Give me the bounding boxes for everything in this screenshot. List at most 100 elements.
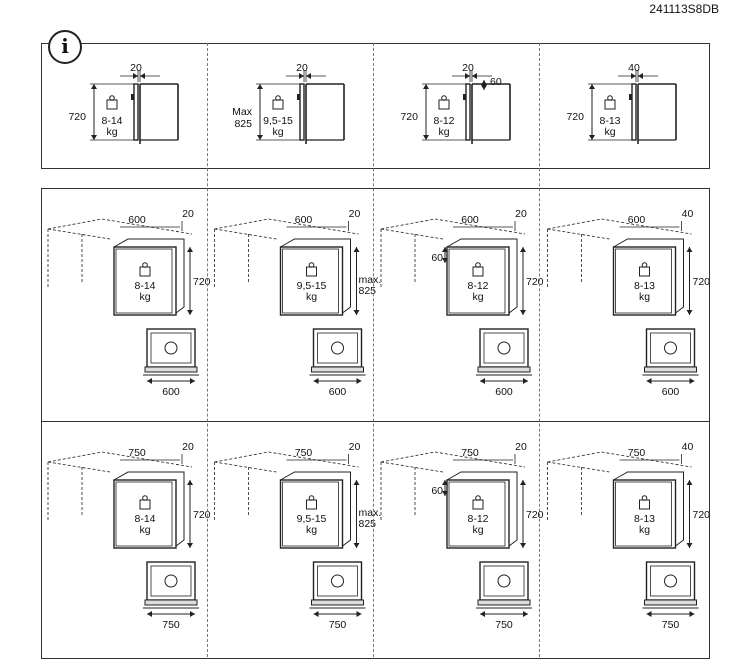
worktop-outline xyxy=(601,218,692,235)
niche-inner xyxy=(150,565,192,597)
appliance-panel xyxy=(282,248,339,314)
appliance-front xyxy=(612,246,677,316)
width-label: 750 xyxy=(128,447,146,459)
arrow-head xyxy=(520,480,526,485)
arrow-head xyxy=(520,247,526,252)
niche-width-label: 600 xyxy=(162,386,180,398)
pump-icon xyxy=(664,574,677,588)
weight-label: kg xyxy=(472,524,483,536)
weight-label: kg xyxy=(639,524,650,536)
worktop-outline xyxy=(601,451,692,468)
arrow-head xyxy=(638,73,643,79)
offset-label: 60 xyxy=(431,485,443,497)
appliance-panel xyxy=(115,481,173,547)
worktop-outline xyxy=(214,451,269,463)
weight-label: 8-12 xyxy=(433,115,454,127)
worktop-outline xyxy=(214,228,277,240)
arrow-head xyxy=(353,543,360,548)
arrow-head xyxy=(442,480,448,485)
arrow-head xyxy=(589,135,595,140)
gap-label: 20 xyxy=(182,441,194,453)
weight-icon-ring xyxy=(607,95,613,101)
weight-label: kg xyxy=(139,291,150,303)
weight-label: kg xyxy=(306,291,317,303)
appliance-door xyxy=(133,83,139,141)
width-label: 600 xyxy=(128,214,146,226)
worktop-outline xyxy=(101,218,193,235)
weight-label: 8-13 xyxy=(599,115,620,127)
worktop-outline xyxy=(380,218,436,230)
height-label: 720 xyxy=(526,276,544,288)
appliance-front xyxy=(612,479,677,549)
pump-icon xyxy=(164,574,178,588)
arrow-head xyxy=(313,611,319,617)
niche-inner xyxy=(317,565,358,597)
appliance-panel xyxy=(115,248,173,314)
arrow-head xyxy=(313,378,319,384)
height-label: 720 xyxy=(566,111,584,123)
gap-label: 20 xyxy=(130,62,142,74)
weight-icon-ring xyxy=(475,495,481,501)
document-code: 241113S8DB xyxy=(649,2,719,16)
gap-label: 20 xyxy=(462,62,474,74)
pump-icon xyxy=(497,574,511,588)
weight-icon-ring xyxy=(641,262,648,268)
weight-icon-ring xyxy=(308,262,315,268)
appliance-front xyxy=(113,479,177,549)
niche-inner xyxy=(150,332,192,364)
worktop-outline xyxy=(47,228,111,240)
appliance-front xyxy=(113,246,177,316)
height-label: max. xyxy=(359,507,382,519)
niche-frame xyxy=(312,561,363,601)
gap-label: 40 xyxy=(682,441,694,453)
worktop-outline xyxy=(547,218,602,230)
arrow-head xyxy=(523,378,528,384)
weight-icon-ring xyxy=(308,495,315,501)
weight-icon-ring xyxy=(441,95,447,101)
door-hinge xyxy=(131,94,134,100)
pump-icon xyxy=(164,341,178,355)
appliance-panel xyxy=(282,481,339,547)
gap-label: 20 xyxy=(296,62,308,74)
weight-label: 9,5-15 xyxy=(297,513,327,525)
weight-label: 9,5-15 xyxy=(297,280,327,292)
weight-label: 9,5-15 xyxy=(263,115,293,127)
arrow-head xyxy=(140,73,145,79)
appliance-panel xyxy=(615,481,672,547)
arrow-head xyxy=(187,543,193,548)
niche-frame xyxy=(312,328,363,368)
arrow-head xyxy=(91,135,97,140)
width-label: 750 xyxy=(461,447,479,459)
arrow-head xyxy=(442,258,448,263)
row-divider xyxy=(42,421,709,422)
arrow-head xyxy=(480,378,485,384)
worktop-outline xyxy=(434,451,526,468)
weight-label: 8-12 xyxy=(467,280,488,292)
height-label: 720 xyxy=(193,509,211,521)
appliance-panel xyxy=(448,481,506,547)
weight-label: 8-13 xyxy=(634,280,655,292)
weight-icon-ring xyxy=(109,95,115,101)
width-label: 600 xyxy=(628,214,646,226)
arrow-head xyxy=(187,310,193,315)
weight-label: 8-13 xyxy=(634,513,655,525)
worktop-outline xyxy=(47,218,103,230)
arrow-head xyxy=(520,310,526,315)
weight-label: kg xyxy=(106,126,117,138)
worktop-outline xyxy=(434,218,526,235)
appliance-door xyxy=(631,83,637,141)
niche-width-label: 750 xyxy=(162,619,180,631)
worktop-outline xyxy=(47,461,111,473)
arrow-head xyxy=(187,247,193,252)
arrow-head xyxy=(631,73,636,79)
worktop-outline xyxy=(547,451,602,463)
plinth xyxy=(477,366,531,373)
